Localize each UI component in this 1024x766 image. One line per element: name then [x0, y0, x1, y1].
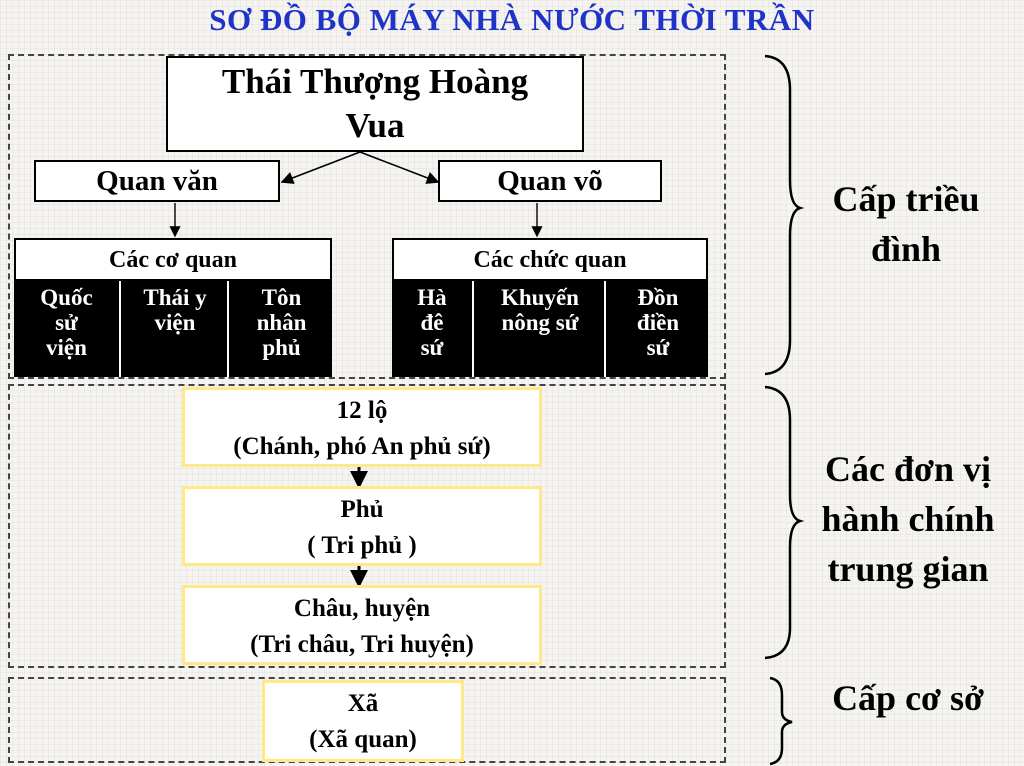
- level-label-intermediate: Các đơn vị hành chính trung gian: [821, 449, 995, 589]
- chau-box: Châu, huyện (Tri châu, Tri huyện): [182, 585, 542, 665]
- quan-van-box: Quan văn: [34, 160, 280, 202]
- king-box: Thái Thượng Hoàng Vua: [166, 56, 584, 152]
- co-quan-item: Thái y viện: [119, 281, 229, 377]
- chuc-quan-header: Các chức quan: [392, 238, 708, 281]
- level-label-court: Cấp triều đình: [832, 179, 980, 269]
- chuc-quan-item: Khuyến nông sứ: [472, 281, 606, 377]
- co-quan-item: Tôn nhân phủ: [227, 281, 334, 377]
- co-quan-item: Quốc sử viện: [40, 285, 93, 360]
- arrow-king-to-quan-vo: [359, 151, 440, 184]
- group-court-level: [8, 54, 726, 379]
- chuc-quan-item: Hà đê sứ: [417, 285, 447, 360]
- phu-line2: ( Tri phủ ): [307, 532, 417, 559]
- group-intermediate-level: [8, 384, 726, 668]
- lo-line2: (Chánh, phó An phủ sứ): [233, 433, 491, 460]
- brace-base-level: [769, 676, 793, 766]
- chuc-quan-item: Đồn điền sứ: [604, 281, 710, 377]
- king-line2: Vua: [345, 106, 405, 145]
- chau-line1: Châu, huyện: [293, 595, 431, 622]
- xa-line1: Xã: [347, 690, 379, 717]
- lo-line1: 12 lộ: [336, 397, 388, 424]
- quan-vo-box: Quan võ: [438, 160, 662, 202]
- co-quan-list: Quốc sử viện Thái y viện Tôn nhân phủ: [14, 281, 332, 377]
- brace-court-level: [764, 54, 805, 376]
- king-line1: Thái Thượng Hoàng: [221, 62, 529, 101]
- page-title: SƠ ĐỒ BỘ MÁY NHÀ NƯỚC THỜI TRẦN: [209, 2, 815, 37]
- phu-box: Phủ ( Tri phủ ): [182, 486, 542, 566]
- chuc-quan-list: Hà đê sứ Khuyến nông sứ Đồn điền sứ: [392, 281, 708, 377]
- phu-line1: Phủ: [340, 496, 384, 523]
- arrow-king-to-quan-van: [280, 151, 361, 184]
- co-quan-header: Các cơ quan: [14, 238, 332, 281]
- group-base-level: [8, 677, 726, 763]
- lo-box: 12 lộ (Chánh, phó An phủ sứ): [182, 387, 542, 467]
- brace-intermediate-level: [764, 385, 805, 660]
- xa-box: Xã (Xã quan): [262, 680, 464, 762]
- xa-line2: (Xã quan): [309, 726, 417, 753]
- chau-line2: (Tri châu, Tri huyện): [250, 631, 474, 658]
- level-label-base: Cấp cơ sở: [832, 678, 984, 718]
